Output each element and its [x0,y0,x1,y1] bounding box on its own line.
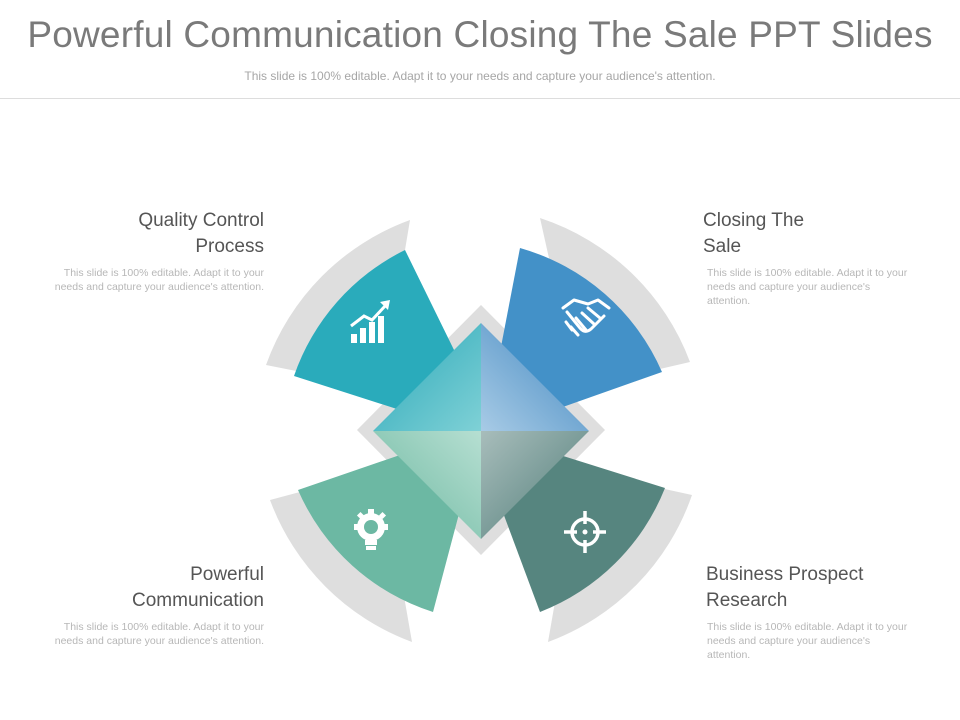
target-icon [564,511,606,553]
lightbulb-gear-icon [354,509,388,550]
description-business-prospect: This slide is 100% editable. Adapt it to… [707,621,908,661]
heading-line-1: Powerful [190,564,264,585]
heading-line-2: Process [195,236,264,257]
block-quality-control: Quality Control Process This slide is 10… [54,208,264,294]
description-quality-control: This slide is 100% editable. Adapt it to… [54,267,264,293]
pyramid-bottom-right [481,431,589,539]
handshake-icon [561,298,611,337]
slide-title: Powerful Communication Closing The Sale … [27,14,933,55]
description-powerful-communication: This slide is 100% editable. Adapt it to… [54,621,264,647]
pyramid-top-right [481,323,589,431]
block-business-prospect: Business Prospect Research This slide is… [706,562,916,662]
header-divider [0,98,960,99]
heading-line-2: Communication [132,590,264,611]
heading-closing-sale: Closing The Sale [703,208,913,260]
pyramid-top-left [373,323,481,431]
block-closing-sale: Closing The Sale This slide is 100% edit… [703,208,913,308]
growth-chart-icon [350,300,390,343]
heading-quality-control: Quality Control Process [54,208,264,260]
pyramid-bottom-left [373,431,481,539]
heading-line-2: Sale [703,236,742,257]
heading-powerful-communication: Powerful Communication [54,562,264,614]
description-closing-sale: This slide is 100% editable. Adapt it to… [707,267,908,307]
slide-subtitle: This slide is 100% editable. Adapt it to… [244,69,716,83]
heading-business-prospect: Business Prospect Research [706,562,916,614]
heading-line-1: Closing The [703,210,805,231]
heading-line-2: Research [706,590,788,611]
heading-line-1: Quality Control [138,210,264,231]
block-powerful-communication: Powerful Communication This slide is 100… [54,562,264,648]
heading-line-1: Business Prospect [706,564,864,585]
